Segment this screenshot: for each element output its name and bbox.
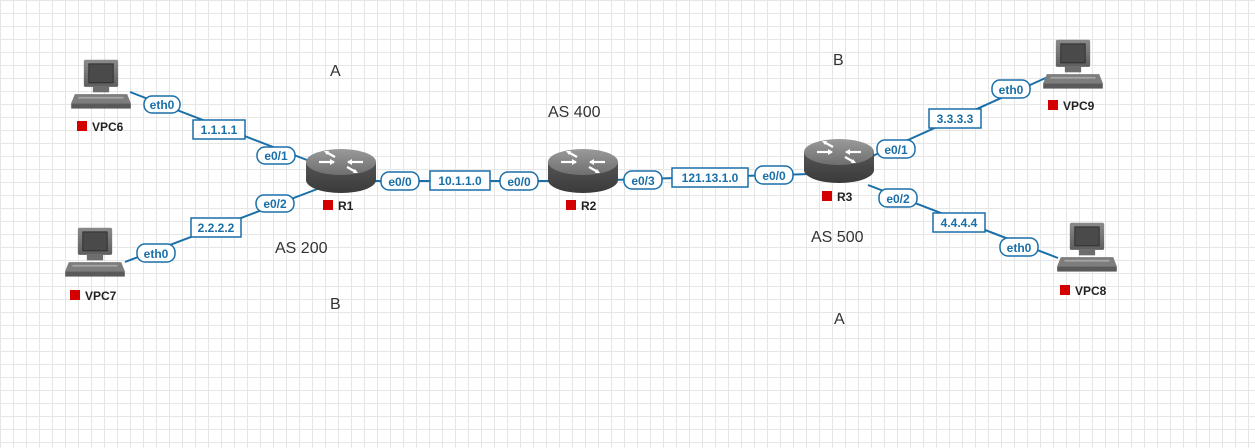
- interface-badge: e0/3: [623, 170, 663, 190]
- status-indicator: [1048, 100, 1058, 110]
- svg-text:4.4.4.4: 4.4.4.4: [941, 216, 978, 230]
- status-indicator: [323, 200, 333, 210]
- svg-text:eth0: eth0: [1007, 241, 1032, 255]
- pc-label: VPC6: [92, 120, 124, 134]
- status-indicator: [70, 290, 80, 300]
- interface-badge: e0/1: [256, 146, 296, 165]
- router-r2[interactable]: R2: [547, 148, 619, 213]
- router-icon: [803, 138, 875, 185]
- interface-badge: e0/2: [878, 188, 918, 208]
- status-indicator: [822, 191, 832, 201]
- interface-badge: eth0: [143, 95, 181, 114]
- badges-layer: eth0 1.1.1.1 e0/1 eth0 2.2.2.2 e0/2 e0/0: [136, 79, 1039, 263]
- interface-badge: e0/0: [380, 171, 420, 191]
- svg-text:e0/0: e0/0: [507, 175, 531, 189]
- pc-icon: [1043, 39, 1103, 89]
- router-label: R3: [837, 190, 853, 204]
- svg-text:3.3.3.3: 3.3.3.3: [937, 112, 974, 126]
- network-badge: 2.2.2.2: [190, 217, 242, 238]
- svg-text:eth0: eth0: [150, 98, 175, 112]
- svg-text:e0/1: e0/1: [264, 149, 288, 163]
- network-badge: 10.1.1.0: [429, 170, 491, 191]
- svg-text:e0/2: e0/2: [886, 192, 910, 206]
- router-icon: [547, 148, 619, 195]
- interface-badge: eth0: [999, 237, 1039, 257]
- svg-text:e0/1: e0/1: [884, 143, 908, 157]
- router-icon: [305, 148, 377, 195]
- network-badge: 4.4.4.4: [932, 212, 986, 233]
- pc-icon: [1057, 222, 1117, 272]
- svg-text:1.1.1.1: 1.1.1.1: [201, 123, 238, 137]
- router-label: R1: [338, 199, 354, 213]
- network-badge: 3.3.3.3: [928, 108, 982, 129]
- annotation-a-left: A: [330, 63, 341, 80]
- network-badge: 1.1.1.1: [192, 119, 246, 140]
- svg-text:eth0: eth0: [999, 83, 1024, 97]
- as-400-label: AS 400: [548, 104, 601, 121]
- network-badge: 121.13.1.0: [671, 167, 749, 188]
- svg-text:e0/0: e0/0: [762, 169, 786, 183]
- annotations-layer: A B AS 200 AS 400 AS 500 B A: [275, 52, 864, 328]
- pc-label: VPC8: [1075, 284, 1107, 298]
- interface-badge: e0/1: [876, 139, 916, 159]
- annotation-b-left: B: [330, 296, 341, 313]
- status-indicator: [1060, 285, 1070, 295]
- interface-badge: eth0: [991, 79, 1031, 99]
- svg-text:121.13.1.0: 121.13.1.0: [682, 171, 739, 185]
- as-500-label: AS 500: [811, 229, 864, 246]
- interface-badge: eth0: [136, 243, 176, 263]
- pc-icon: [71, 59, 131, 109]
- pc-vpc9[interactable]: VPC9: [1043, 39, 1103, 113]
- devices-layer: R1 R2 R3 VPC6 VPC7 VPC9: [65, 39, 1117, 303]
- pc-icon: [65, 227, 125, 277]
- router-r1[interactable]: R1: [305, 148, 377, 213]
- pc-vpc7[interactable]: VPC7: [65, 227, 125, 303]
- interface-badge: e0/0: [499, 171, 539, 191]
- as-200-label: AS 200: [275, 240, 328, 257]
- svg-text:eth0: eth0: [144, 247, 169, 261]
- pc-label: VPC9: [1063, 99, 1095, 113]
- annotation-a-right: A: [834, 311, 845, 328]
- annotation-b-right: B: [833, 52, 844, 69]
- pc-vpc6[interactable]: VPC6: [71, 59, 131, 134]
- router-r3[interactable]: R3: [803, 138, 875, 204]
- svg-text:e0/0: e0/0: [388, 175, 412, 189]
- router-label: R2: [581, 199, 597, 213]
- pc-vpc8[interactable]: VPC8: [1057, 222, 1117, 298]
- svg-text:2.2.2.2: 2.2.2.2: [198, 221, 235, 235]
- svg-text:e0/2: e0/2: [263, 197, 287, 211]
- status-indicator: [77, 121, 87, 131]
- svg-text:e0/3: e0/3: [631, 174, 655, 188]
- svg-text:10.1.1.0: 10.1.1.0: [438, 174, 482, 188]
- interface-badge: e0/0: [754, 165, 794, 185]
- pc-label: VPC7: [85, 289, 117, 303]
- interface-badge: e0/2: [255, 194, 295, 213]
- status-indicator: [566, 200, 576, 210]
